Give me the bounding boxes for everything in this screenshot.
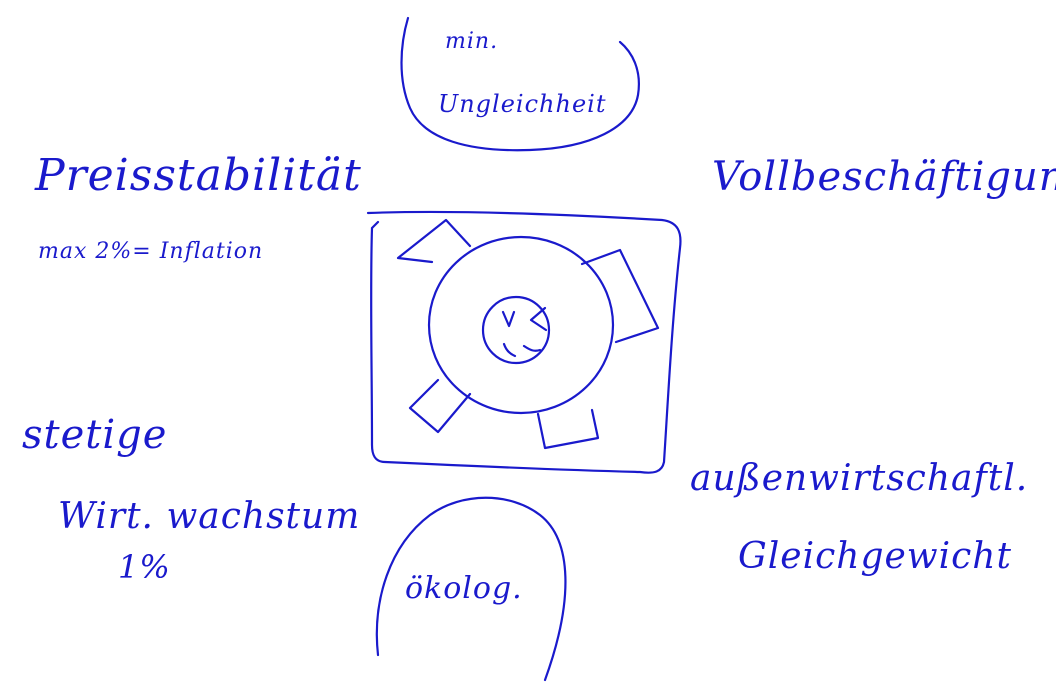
label-top-line1: min. xyxy=(445,29,498,54)
inner-mark-bottom xyxy=(504,344,540,356)
magic-square-frame xyxy=(368,212,680,473)
flap-right xyxy=(582,250,658,342)
label-top-line2: Ungleichheit xyxy=(438,90,606,118)
label-bottom-left-line1: stetige xyxy=(22,412,167,458)
label-bottom-left-line3: 1% xyxy=(118,548,171,586)
inner-mark-v xyxy=(503,312,514,326)
flap-top-left xyxy=(398,220,470,262)
label-left-line1: Preisstabilität xyxy=(34,150,362,201)
label-bottom-left-line2: Wirt. wachstum xyxy=(58,496,360,537)
label-bottom-right-line1: außenwirtschaftl. xyxy=(690,458,1028,499)
label-bottom-center: ökolog. xyxy=(405,571,523,606)
flap-bottom-left xyxy=(410,380,470,432)
label-left-line2: max 2%= Inflation xyxy=(38,239,263,264)
label-right-line1: Vollbeschäftigung xyxy=(712,154,1056,200)
top-bubble xyxy=(402,18,639,150)
inner-circle xyxy=(483,297,549,363)
flap-bottom-right xyxy=(538,410,598,448)
label-bottom-right-line2: Gleichgewicht xyxy=(738,536,1012,577)
